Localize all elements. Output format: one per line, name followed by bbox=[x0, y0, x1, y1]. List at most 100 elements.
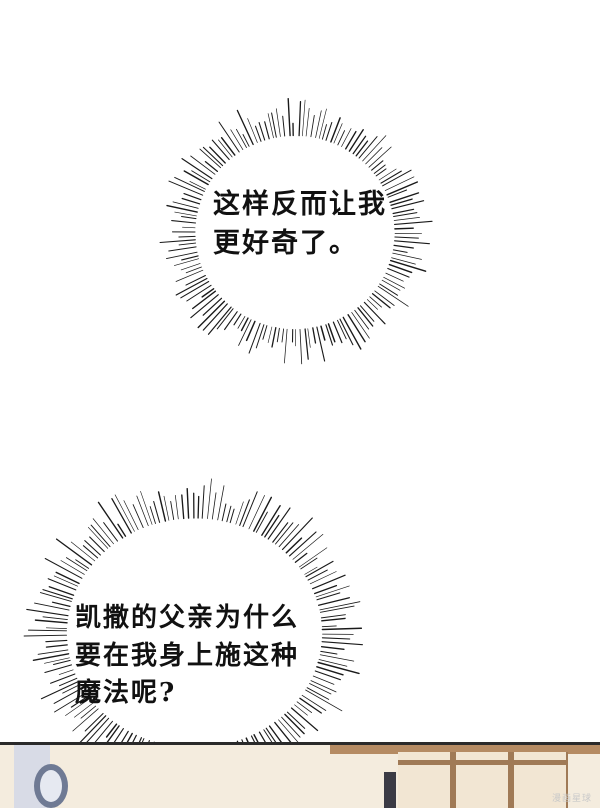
burst-line bbox=[309, 571, 337, 585]
burst-line bbox=[337, 319, 347, 340]
burst-line bbox=[174, 176, 205, 192]
burst-line bbox=[379, 283, 399, 296]
burst-line bbox=[383, 276, 406, 289]
burst-lines-1 bbox=[159, 98, 433, 365]
burst-line bbox=[186, 284, 212, 302]
burst-line bbox=[235, 501, 244, 525]
burst-line bbox=[39, 592, 72, 602]
burst-line bbox=[51, 601, 71, 608]
burst-line bbox=[320, 646, 345, 650]
burst-line bbox=[226, 505, 232, 523]
burst-line bbox=[254, 125, 262, 142]
burst-line bbox=[37, 649, 69, 655]
burst-line bbox=[332, 321, 343, 344]
burst-line bbox=[389, 259, 427, 272]
burst-line bbox=[76, 715, 107, 746]
burst-line bbox=[333, 123, 343, 144]
burst-line bbox=[298, 100, 302, 137]
burst-line bbox=[264, 514, 280, 538]
burst-line bbox=[393, 212, 418, 217]
burst-line bbox=[258, 122, 266, 141]
burst-line bbox=[315, 585, 350, 598]
burst-line bbox=[53, 575, 78, 587]
burst-line bbox=[305, 689, 343, 712]
burst-line bbox=[294, 704, 308, 716]
burst-line bbox=[285, 537, 303, 554]
burst-line bbox=[123, 500, 139, 531]
burst-line bbox=[207, 478, 212, 519]
burst-line bbox=[394, 240, 430, 245]
burst-line bbox=[384, 176, 415, 191]
burst-line bbox=[197, 300, 226, 329]
burst-line bbox=[45, 639, 68, 643]
burst-line bbox=[342, 316, 362, 350]
burst-line bbox=[47, 578, 77, 591]
burst-line bbox=[365, 147, 383, 165]
burst-line bbox=[136, 495, 149, 527]
burst-line bbox=[378, 168, 397, 181]
burst-line bbox=[111, 498, 132, 534]
burst-line bbox=[183, 170, 209, 186]
burst-line bbox=[348, 129, 364, 152]
bubble-2-line-2: 要在我身上施这种 bbox=[75, 640, 300, 671]
burst-line bbox=[207, 306, 232, 335]
burst-line bbox=[341, 128, 352, 147]
burst-line bbox=[296, 701, 313, 714]
burst-line bbox=[174, 494, 179, 520]
burst-line bbox=[304, 566, 318, 575]
burst-line bbox=[23, 634, 67, 637]
burst-line bbox=[221, 503, 227, 522]
burst-line bbox=[360, 305, 375, 322]
burst-line bbox=[387, 267, 410, 278]
burst-line bbox=[70, 695, 89, 708]
burst-line bbox=[42, 589, 73, 600]
burst-line bbox=[388, 263, 413, 274]
burst-line bbox=[54, 692, 86, 713]
burst-line bbox=[275, 522, 294, 545]
burst-line bbox=[153, 500, 161, 523]
window-lattice bbox=[398, 752, 568, 808]
burst-line bbox=[170, 500, 175, 520]
bubble-1-text: 这样反而让我 更好奇了。 bbox=[213, 185, 387, 263]
burst-line bbox=[362, 135, 387, 162]
burst-line bbox=[281, 517, 313, 551]
burst-line bbox=[262, 325, 268, 340]
burst-line bbox=[320, 614, 346, 619]
burst-line bbox=[392, 249, 408, 253]
burst-line bbox=[267, 113, 274, 139]
burst-line bbox=[316, 666, 344, 676]
burst-line bbox=[321, 641, 363, 646]
burst-line bbox=[202, 303, 228, 331]
burst-line bbox=[218, 139, 233, 158]
burst-line bbox=[239, 499, 250, 526]
burst-line bbox=[357, 307, 374, 327]
burst-line bbox=[284, 713, 305, 735]
burst-line bbox=[248, 322, 261, 354]
burst-line bbox=[163, 495, 170, 521]
burst-line bbox=[351, 312, 370, 339]
burst-line bbox=[302, 99, 306, 137]
burst-line bbox=[307, 328, 311, 348]
burst-line bbox=[392, 252, 422, 260]
burst-line bbox=[255, 324, 265, 349]
bubble-2-line-3: 魔法呢? bbox=[75, 678, 177, 709]
burst-line bbox=[180, 280, 210, 299]
burst-line bbox=[394, 227, 414, 230]
burst-line bbox=[345, 130, 357, 150]
burst-line bbox=[320, 650, 338, 655]
burst-line bbox=[190, 294, 219, 319]
burst-line bbox=[298, 547, 328, 568]
burst-line bbox=[314, 584, 338, 595]
burst-line bbox=[307, 569, 328, 581]
burst-line bbox=[299, 328, 303, 365]
burst-line bbox=[290, 707, 319, 732]
burst-line bbox=[201, 288, 215, 298]
burst-line bbox=[294, 552, 308, 563]
burst-line bbox=[352, 135, 367, 155]
burst-line bbox=[319, 601, 361, 611]
burst-line bbox=[87, 526, 109, 549]
burst-line bbox=[117, 523, 127, 537]
burst-line bbox=[192, 290, 217, 310]
burst-line bbox=[392, 208, 415, 215]
burst-line bbox=[65, 698, 90, 716]
